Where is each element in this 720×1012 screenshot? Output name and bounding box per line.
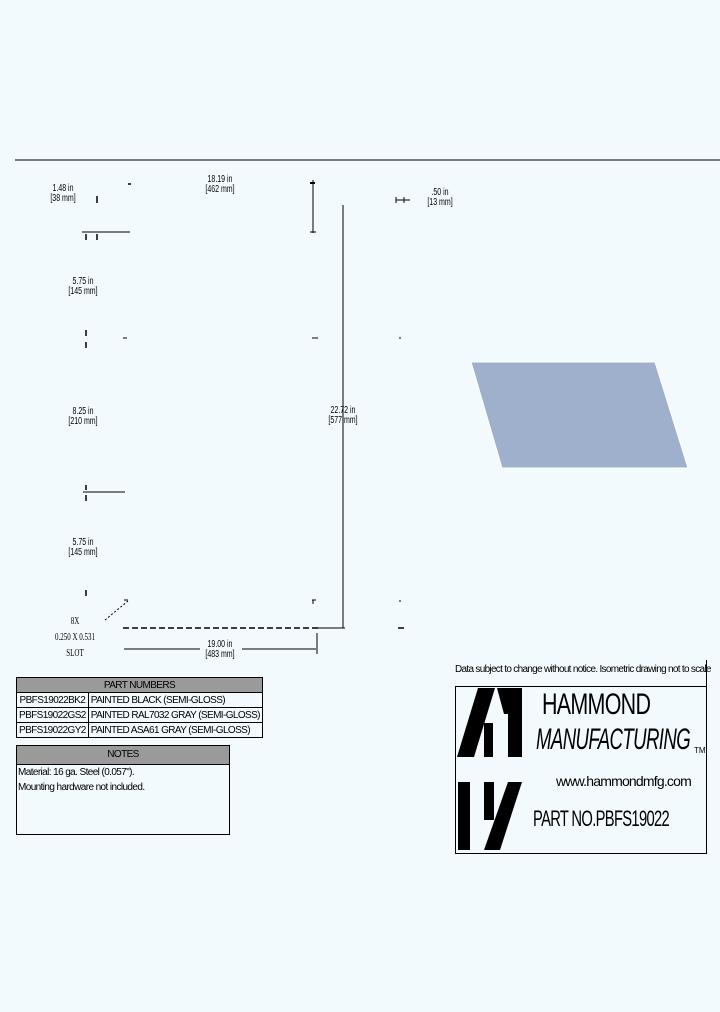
dim-value: 5.75 in [72, 537, 94, 548]
dim-value-mm: [38 mm] [50, 193, 76, 204]
dim-value-mm: [210 mm] [68, 416, 98, 427]
note-line: Material: 16 ga. Steel (0.057"). [18, 767, 135, 778]
slot-size: 0.250 X 0.531 [54, 632, 96, 643]
trademark: TM [694, 746, 706, 755]
title-block-border [455, 660, 707, 686]
dim-value: .50 in [431, 187, 449, 198]
dim-value: 19.00 in [207, 639, 233, 650]
company-name-line1: HAMMOND [542, 688, 651, 721]
dim-value: 8.25 in [72, 406, 94, 417]
note-line: Mounting hardware not included. [18, 782, 145, 793]
slot-label: SLOT [66, 648, 84, 659]
isometric-panel [470, 361, 689, 469]
slot-leader [104, 600, 129, 621]
dim-8-25: 8.25 in[210 mm] [66, 407, 101, 427]
dim-19-00: 19.00 in[483 mm] [200, 640, 239, 660]
dim-18-19: 18.19 in[462 mm] [199, 175, 241, 195]
title-block: HAMMOND MANUFACTURING TM www.hammondmfg.… [455, 686, 707, 854]
dim-value: 1.48 in [52, 183, 74, 194]
dim-value: 18.19 in [207, 174, 233, 185]
part-description: PAINTED RAL7032 GRAY (SEMI-GLOSS) [87, 707, 263, 723]
dim-value-mm: [145 mm] [68, 286, 98, 297]
dim-value-mm: [462 mm] [205, 184, 235, 195]
part-number-title: PART NO.PBFS19022 [533, 806, 670, 831]
part-number: PBFS19022GY2 [16, 722, 89, 738]
hammond-logo [457, 688, 522, 850]
part-number: PBFS19022GS2 [16, 707, 89, 723]
dim-value-mm: [483 mm] [205, 649, 235, 660]
website-link[interactable]: www.hammondmfg.com [556, 773, 692, 789]
notes-box: NOTES Material: 16 ga. Steel (0.057"). M… [16, 745, 230, 835]
part-numbers-header: PART NUMBERS [16, 677, 263, 693]
company-name-line2: MANUFACTURING [536, 723, 691, 756]
slot-qty: 8X [70, 616, 80, 627]
dim-1-48: 1.48 in[38 mm] [46, 184, 81, 204]
dim-value: 5.75 in [72, 276, 94, 287]
part-number: PBFS19022BK2 [16, 692, 89, 708]
dim-22-72: 22.72 in[577 mm] [327, 406, 359, 426]
dim-value-mm: [13 mm] [427, 197, 453, 208]
dim-0-50: .50 in[13 mm] [425, 188, 456, 208]
dim-5-75-bottom: 5.75 in[145 mm] [66, 538, 101, 558]
dim-value-mm: [145 mm] [68, 547, 98, 558]
part-description: PAINTED ASA61 GRAY (SEMI-GLOSS) [87, 722, 263, 738]
dim-value-mm: [577 mm] [328, 415, 358, 426]
part-description: PAINTED BLACK (SEMI-GLOSS) [87, 692, 263, 708]
notes-header: NOTES [17, 746, 229, 765]
dim-value: 22.72 in [330, 405, 356, 416]
disclaimer: Data subject to change without notice. I… [455, 664, 711, 675]
dim-5-75-top: 5.75 in[145 mm] [66, 277, 101, 297]
